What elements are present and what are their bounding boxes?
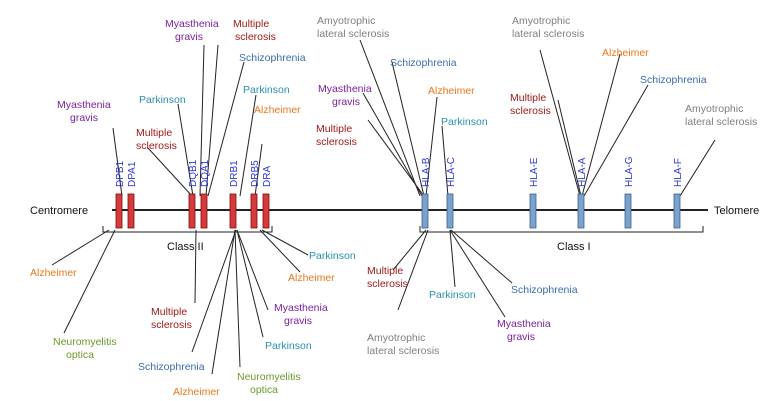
- disease-label: lateral sclerosis: [367, 345, 439, 357]
- disease-label: Neuromyelitis: [53, 336, 117, 348]
- class-ii-bracket: [102, 226, 273, 233]
- disease-label: gravis: [507, 331, 535, 343]
- disease-label: Myasthenia: [318, 83, 372, 95]
- class-i-bottom-diseases: Multiple sclerosis Parkinson Schizophren…: [367, 265, 578, 357]
- class-i-bracket: [419, 226, 704, 233]
- disease-label: Schizophrenia: [640, 74, 707, 86]
- disease-label: Schizophrenia: [511, 284, 578, 296]
- gene-box-dpa1: [127, 193, 135, 229]
- disease-label: sclerosis: [367, 278, 408, 290]
- gene-box-dqb1: [188, 193, 196, 229]
- gene-label-dpb1: DPB1: [115, 160, 126, 187]
- gene-label-drb5: DRB5: [250, 160, 261, 187]
- gene-label-dqb1: DQB1: [188, 159, 199, 187]
- gene-box-dqa1: [200, 193, 208, 229]
- disease-label: Amyotrophic: [685, 103, 743, 115]
- disease-label: Alzheimer: [173, 386, 220, 398]
- disease-label: optica: [250, 384, 278, 396]
- gene-label-dra: DRA: [262, 166, 273, 187]
- connector-lines: [51, 39, 716, 375]
- gene-label-hla-c: HLA-C: [446, 157, 457, 187]
- disease-label: sclerosis: [316, 136, 357, 148]
- disease-label: Alzheimer: [30, 267, 77, 279]
- gene-label-dqa1: DQA1: [200, 159, 211, 187]
- gene-label-hla-e: HLA-E: [529, 157, 540, 187]
- disease-label: Multiple: [151, 306, 187, 318]
- gene-label-drb1: DRB1: [229, 160, 240, 187]
- disease-label: sclerosis: [235, 31, 276, 43]
- disease-label: Parkinson: [441, 116, 488, 128]
- disease-label: gravis: [175, 31, 203, 43]
- disease-label: Myasthenia: [274, 302, 328, 314]
- gene-box-hla-g: [624, 193, 632, 229]
- disease-label: Parkinson: [139, 94, 186, 106]
- disease-label: Schizophrenia: [138, 361, 205, 373]
- disease-label: Alzheimer: [288, 272, 335, 284]
- telomere-label: Telomere: [714, 205, 759, 217]
- gene-box-drb1: [229, 193, 237, 229]
- disease-label: gravis: [70, 112, 98, 124]
- class-ii-label: Class II: [167, 241, 204, 253]
- gene-box-dra: [262, 193, 270, 229]
- disease-label: Alzheimer: [602, 47, 649, 59]
- disease-label: Parkinson: [429, 289, 476, 301]
- disease-label: Parkinson: [265, 340, 312, 352]
- disease-label: Parkinson: [309, 250, 356, 262]
- disease-label: Multiple: [233, 18, 269, 30]
- gene-label-dpa1: DPA1: [127, 161, 138, 187]
- disease-label: Multiple: [316, 123, 352, 135]
- disease-label: Multiple: [510, 92, 546, 104]
- gene-box-hla-e: [529, 193, 537, 229]
- class-ii-genes: [115, 193, 270, 229]
- gene-label-hla-g: HLA-G: [624, 156, 635, 187]
- disease-label: gravis: [284, 315, 312, 327]
- gene-box-hla-a: [577, 193, 585, 229]
- disease-label: Myasthenia: [497, 318, 551, 330]
- disease-label: Neuromyelitis: [237, 371, 301, 383]
- disease-label: optica: [66, 349, 94, 361]
- class-ii-bottom-diseases: Alzheimer Neuromyelitis optica Multiple …: [30, 250, 356, 398]
- centromere-label: Centromere: [30, 205, 88, 217]
- disease-label: Amyotrophic: [367, 332, 425, 344]
- disease-label: Multiple: [136, 127, 172, 139]
- class-ii-top-diseases: Myasthenia gravis Multiple sclerosis Sch…: [57, 18, 306, 152]
- disease-label: gravis: [332, 96, 360, 108]
- gene-box-hla-b: [421, 193, 429, 229]
- disease-label: Parkinson: [243, 84, 290, 96]
- disease-label: Myasthenia: [165, 18, 219, 30]
- gene-label-hla-b: HLA-B: [421, 157, 432, 187]
- disease-label: sclerosis: [136, 140, 177, 152]
- disease-label: Alzheimer: [254, 104, 301, 116]
- gene-label-hla-a: HLA-A: [577, 157, 588, 187]
- disease-label: lateral sclerosis: [512, 28, 584, 40]
- disease-label: lateral sclerosis: [317, 28, 389, 40]
- class-i-top-diseases: Amyotrophic lateral sclerosis Schizophre…: [316, 15, 757, 148]
- disease-label: Schizophrenia: [239, 52, 306, 64]
- gene-box-hla-c: [446, 193, 454, 229]
- disease-label: lateral sclerosis: [685, 116, 757, 128]
- disease-label: sclerosis: [510, 105, 551, 117]
- disease-label: Myasthenia: [57, 99, 111, 111]
- gene-box-hla-f: [673, 193, 681, 229]
- gene-label-hla-f: HLA-F: [673, 158, 684, 187]
- disease-label: Amyotrophic: [512, 15, 570, 27]
- disease-label: Multiple: [367, 265, 403, 277]
- class-i-label: Class I: [557, 241, 591, 253]
- class-i-genes: [421, 193, 681, 229]
- gene-box-drb5: [250, 193, 258, 229]
- disease-label: Amyotrophic: [317, 15, 375, 27]
- disease-label: Alzheimer: [428, 85, 475, 97]
- disease-label: sclerosis: [151, 319, 192, 331]
- gene-box-dpb1: [115, 193, 123, 229]
- disease-label: Schizophrenia: [390, 57, 457, 69]
